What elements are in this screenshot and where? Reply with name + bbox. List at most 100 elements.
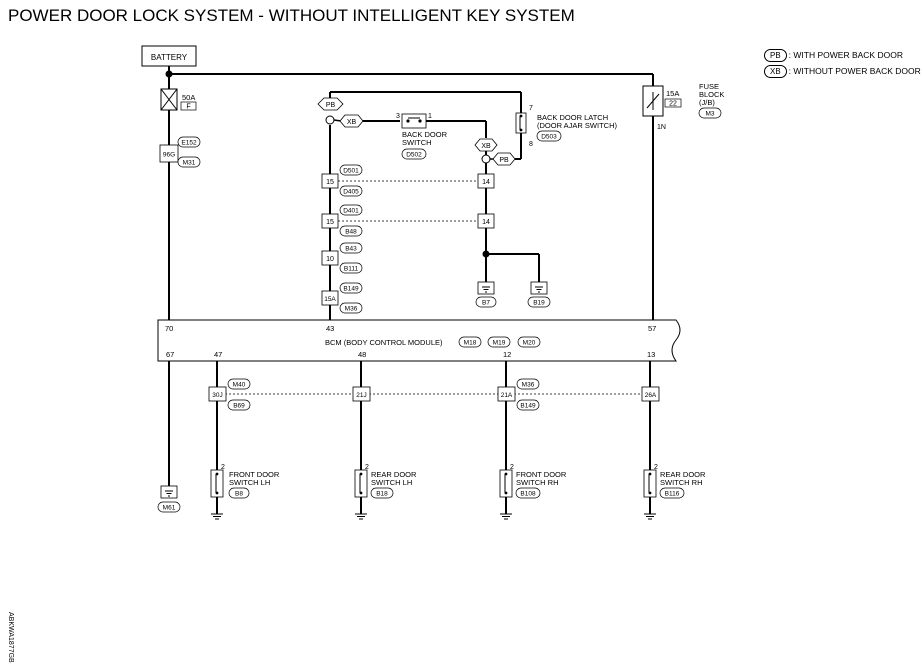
lower-joint-3: 21A M36 B149 xyxy=(497,378,540,411)
connector-label: E152 xyxy=(181,140,197,147)
connector-tag xyxy=(517,336,541,348)
legend-text: : WITH POWER BACK DOOR xyxy=(788,50,903,60)
wires xyxy=(168,66,654,514)
joint-pin: 21A xyxy=(501,392,513,399)
harness-96g-box xyxy=(159,144,179,163)
switch-label: REAR DOOR xyxy=(371,470,417,479)
legend-tag: PB xyxy=(764,48,787,62)
legend-item-xb: XB : WITHOUT POWER BACK DOOR xyxy=(764,63,921,79)
rear-door-switch-lh: 2 REAR DOOR SWITCH LH B18 xyxy=(354,464,417,520)
pb-tag xyxy=(317,97,344,111)
connector-tag xyxy=(458,336,482,348)
connector-label: M36 xyxy=(522,382,535,389)
connector-label: B19 xyxy=(533,300,545,307)
connector-tag xyxy=(527,296,551,308)
back-door-switch-label: SWITCH xyxy=(402,138,432,147)
front-door-switch-lh: 2 FRONT DOOR SWITCH LH B8 xyxy=(210,464,280,520)
pin-label: 1N xyxy=(657,124,666,131)
pin-label: 7 xyxy=(529,105,533,112)
back-door-switch-label: BACK DOOR xyxy=(402,130,448,139)
joint-pin: 30J xyxy=(212,392,222,399)
joint-pin: 21J xyxy=(356,392,366,399)
fuse-block-rating: 15A xyxy=(666,89,679,98)
fuse-50a-id-box xyxy=(180,101,197,111)
ground-b19 xyxy=(530,281,548,295)
connector-label: M18 xyxy=(464,340,477,347)
battery-label: BATTERY xyxy=(151,53,188,62)
connector-tag xyxy=(157,501,181,513)
lower-joint-2: 21J xyxy=(352,386,371,402)
pin-label: 2 xyxy=(221,464,225,471)
pin-label: 3 xyxy=(396,113,400,120)
joint-pin: 15A xyxy=(324,296,336,303)
bcm-pin: 48 xyxy=(358,350,366,359)
pin-label: 2 xyxy=(365,464,369,471)
rear-door-switch-rh: 2 REAR DOOR SWITCH RH B116 xyxy=(643,464,706,520)
pb-tag-label: PB xyxy=(499,157,509,164)
connector-label: B7 xyxy=(482,300,490,307)
connector-tag xyxy=(487,336,511,348)
pin-label: 2 xyxy=(654,464,658,471)
connector-label: D405 xyxy=(343,189,359,196)
connector-label: M19 xyxy=(493,340,506,347)
fuse-block-label: FUSE xyxy=(699,82,719,91)
ground-b7 xyxy=(477,281,495,295)
connector-label: B116 xyxy=(665,491,680,498)
fuse-block-label: BLOCK xyxy=(699,90,724,99)
lower-joint-1: 30J M40 B69 xyxy=(208,378,251,411)
legend-tag: XB xyxy=(764,64,787,78)
connector-tag xyxy=(177,136,201,148)
bcm-pin: 13 xyxy=(647,350,655,359)
pin-label: 2 xyxy=(510,464,514,471)
bcm-pin: 70 xyxy=(165,324,173,333)
xb-tag xyxy=(474,138,498,152)
legend-item-pb: PB : WITH POWER BACK DOOR xyxy=(764,47,921,63)
back-door-latch-symbol xyxy=(515,112,527,134)
joint-pin: 15 xyxy=(326,179,334,186)
connector-label: D503 xyxy=(541,134,557,141)
connector-label: B111 xyxy=(344,266,359,273)
bcm-pin: 43 xyxy=(326,324,334,333)
left-joint-3: 10 B43 B111 xyxy=(321,242,363,274)
connector-tag xyxy=(177,156,201,168)
right-joint-2: 14 xyxy=(477,213,495,229)
connector-label: B48 xyxy=(345,229,357,236)
dotted-lines xyxy=(225,180,642,395)
left-joint-2: 15 D401 B48 xyxy=(321,204,363,237)
fuse-block-id: 22 xyxy=(669,101,677,108)
joint-pin: 15 xyxy=(326,219,334,226)
connector-tag xyxy=(536,130,562,142)
option-node xyxy=(481,154,491,164)
connector-tag xyxy=(401,148,427,160)
switch-label: FRONT DOOR xyxy=(229,470,280,479)
switch-label: SWITCH LH xyxy=(371,478,412,487)
connector-label: B149 xyxy=(343,286,359,293)
pin-label: 8 xyxy=(529,141,533,148)
splice-dot xyxy=(165,70,173,78)
back-door-switch-symbol xyxy=(401,113,427,129)
pin-label: 1 xyxy=(428,113,432,120)
switch-label: REAR DOOR xyxy=(660,470,706,479)
legend: PB : WITH POWER BACK DOOR XB : WITHOUT P… xyxy=(764,47,921,79)
connector-label: B43 xyxy=(345,246,357,253)
pb-tag xyxy=(492,152,516,166)
option-node xyxy=(325,115,335,125)
page-title: POWER DOOR LOCK SYSTEM - WITHOUT INTELLI… xyxy=(8,6,575,25)
connector-label: D502 xyxy=(406,152,422,159)
right-joint-1: 14 xyxy=(477,173,495,189)
pb-tag-label: PB xyxy=(326,102,336,109)
connector-label: M20 xyxy=(523,340,536,347)
connector-label: B18 xyxy=(376,491,388,498)
connector-label: B149 xyxy=(520,403,536,410)
connector-label: M31 xyxy=(183,160,196,167)
bcm-pin: 57 xyxy=(648,324,656,333)
switch-label: SWITCH LH xyxy=(229,478,270,487)
xb-tag-label: XB xyxy=(481,143,491,150)
connector-tag xyxy=(698,107,722,119)
connector-label: B69 xyxy=(233,403,245,410)
bcm-pin: 67 xyxy=(166,350,174,359)
connector-label: D501 xyxy=(343,168,359,175)
xb-tag-label: XB xyxy=(347,119,357,126)
harness-96g-pin: 96G xyxy=(163,152,175,159)
